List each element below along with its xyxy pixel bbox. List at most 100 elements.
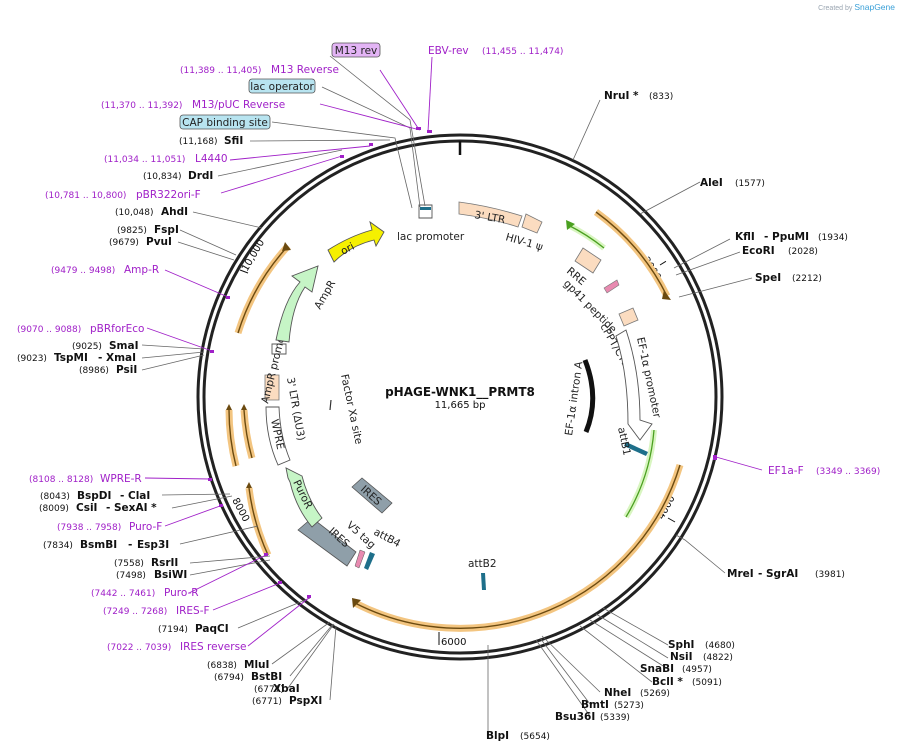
label-lac-promoter: lac promoter	[397, 231, 465, 243]
site-spei: SpeI	[755, 272, 781, 284]
primer-iresf: IRES-F	[176, 605, 210, 617]
site-nsii: NsiI	[670, 651, 693, 663]
svg-text:lac operator: lac operator	[250, 81, 314, 93]
attb4-shape	[364, 552, 375, 570]
site-sphi: SphI	[668, 639, 694, 651]
label-ef1a-intron: EF-1α intron A	[563, 360, 585, 437]
svg-text:(11,455 .. 11,474): (11,455 .. 11,474)	[482, 47, 563, 57]
label-ltr3-du3: 3' LTR (ΔU3)	[284, 376, 307, 441]
attb2-shape	[481, 573, 486, 590]
site-nrui: NruI *	[604, 90, 639, 102]
svg-text:(4822): (4822)	[703, 653, 733, 663]
svg-text:XmaI: XmaI	[106, 352, 136, 364]
box-m13rev[interactable]: M13 rev	[331, 42, 381, 58]
primer-pbrforeco: pBRforEco	[90, 323, 144, 335]
svg-text:(8009): (8009)	[39, 504, 69, 514]
primer-marks	[208, 127, 717, 598]
site-mrei: MreI	[727, 568, 754, 580]
ires-box-shape	[351, 477, 393, 514]
primer-leader-lines	[144, 56, 763, 647]
site-ecori: EcoRI	[742, 245, 775, 257]
svg-text:SgrAI: SgrAI	[766, 568, 798, 580]
snapgene-credit: Created by SnapGene	[818, 2, 895, 12]
primer-iresrev: IRES reverse	[180, 641, 247, 653]
puror-shape	[285, 467, 323, 528]
site-kfli: KflI	[735, 231, 755, 243]
svg-text:(3981): (3981)	[815, 570, 845, 580]
gp41-shape	[603, 279, 620, 294]
site-nhei: NheI	[604, 687, 631, 699]
label-ltr3: 3' LTR	[473, 209, 506, 226]
svg-text:(7938 .. 7958): (7938 .. 7958)	[57, 523, 121, 533]
svg-text:-: -	[758, 568, 762, 580]
ires-lower-shape	[297, 517, 357, 567]
primer-ebvrev: EBV-rev	[428, 45, 469, 57]
svg-text:(6771): (6771)	[252, 697, 282, 707]
tick-10000: 10,000	[240, 238, 267, 274]
site-smai: SmaI	[109, 340, 139, 352]
svg-text:(1577): (1577)	[735, 179, 765, 189]
orf-arcs	[225, 209, 684, 632]
svg-text:(9070 .. 9088): (9070 .. 9088)	[17, 325, 81, 335]
svg-text:(9023): (9023)	[17, 354, 47, 364]
site-ahdi: AhdI	[161, 206, 188, 218]
primer-puror: Puro-R	[164, 587, 199, 599]
v5tag-shape	[354, 549, 366, 569]
ampr-promoter-shape	[271, 343, 287, 355]
tick-6000: 6000	[441, 637, 466, 648]
label-attb1: attB1	[615, 426, 633, 456]
svg-text:PpuMI: PpuMI	[772, 231, 809, 243]
label-ampr: AmpR	[312, 278, 338, 311]
attb1-shape	[624, 442, 648, 456]
svg-text:(7022 .. 7039): (7022 .. 7039)	[107, 643, 171, 653]
primer-purof: Puro-F	[129, 521, 162, 533]
site-csii: CsiI	[76, 502, 97, 514]
box-cap-binding-site[interactable]: CAP binding site	[179, 114, 271, 130]
svg-text:(833): (833)	[649, 92, 673, 102]
svg-text:(10,048): (10,048)	[115, 208, 154, 218]
svg-text:(10,834): (10,834)	[143, 172, 182, 182]
label-attb2: attB2	[468, 558, 497, 570]
box-lac-operator[interactable]: lac operator	[248, 78, 316, 94]
primer-m13reverse: M13 Reverse	[271, 64, 339, 76]
label-hiv-psi: HIV-1 ψ	[504, 231, 544, 253]
svg-text:(7442 .. 7461): (7442 .. 7461)	[91, 589, 155, 599]
site-bstbi: BstBI	[251, 671, 282, 683]
svg-text:(4957): (4957)	[682, 665, 712, 675]
svg-text:(8986): (8986)	[79, 366, 109, 376]
svg-text:(11,034 .. 11,051): (11,034 .. 11,051)	[104, 155, 185, 165]
ampr-shape	[275, 265, 319, 343]
cppt-shape	[618, 307, 639, 327]
ltr3-du3-shape	[264, 374, 280, 401]
svg-text:(5091): (5091)	[692, 678, 722, 688]
svg-text:(7498): (7498)	[116, 571, 146, 581]
svg-text:(11,370 .. 11,392): (11,370 .. 11,392)	[101, 101, 182, 111]
svg-text:(11,168): (11,168)	[179, 137, 218, 147]
site-drdi: DrdI	[188, 170, 213, 182]
svg-text:-: -	[120, 490, 124, 502]
primer-ampr: Amp-R	[124, 264, 159, 276]
rre-shape	[574, 247, 602, 274]
orf-arrowheads	[226, 242, 671, 608]
site-rsrii: RsrII	[151, 557, 178, 569]
green-orfs	[566, 220, 657, 519]
primer-m13puc: M13/pUC Reverse	[192, 99, 285, 111]
svg-text:(2028): (2028)	[788, 247, 818, 257]
svg-text:CAP binding site: CAP binding site	[182, 117, 268, 129]
svg-text:(5654): (5654)	[520, 732, 550, 742]
label-ori: ori	[339, 241, 357, 258]
svg-text:(9825): (9825)	[117, 226, 147, 236]
primer-ef1af: EF1a-F	[768, 465, 804, 477]
ef1a-promoter-shape	[615, 329, 653, 441]
svg-text:(5273): (5273)	[614, 701, 644, 711]
svg-text:(9025): (9025)	[72, 342, 102, 352]
label-factor-xa: Factor Xa site	[338, 373, 365, 445]
site-paqci: PaqCI	[195, 623, 229, 635]
svg-text:-: -	[98, 352, 102, 364]
site-bmti: BmtI	[581, 699, 609, 711]
ef1a-intron-shape	[582, 359, 596, 433]
primer-pbr322: pBR322ori-F	[136, 189, 201, 201]
site-bcli: BclI *	[652, 676, 683, 688]
site-bsmbi: BsmBI	[80, 539, 117, 551]
